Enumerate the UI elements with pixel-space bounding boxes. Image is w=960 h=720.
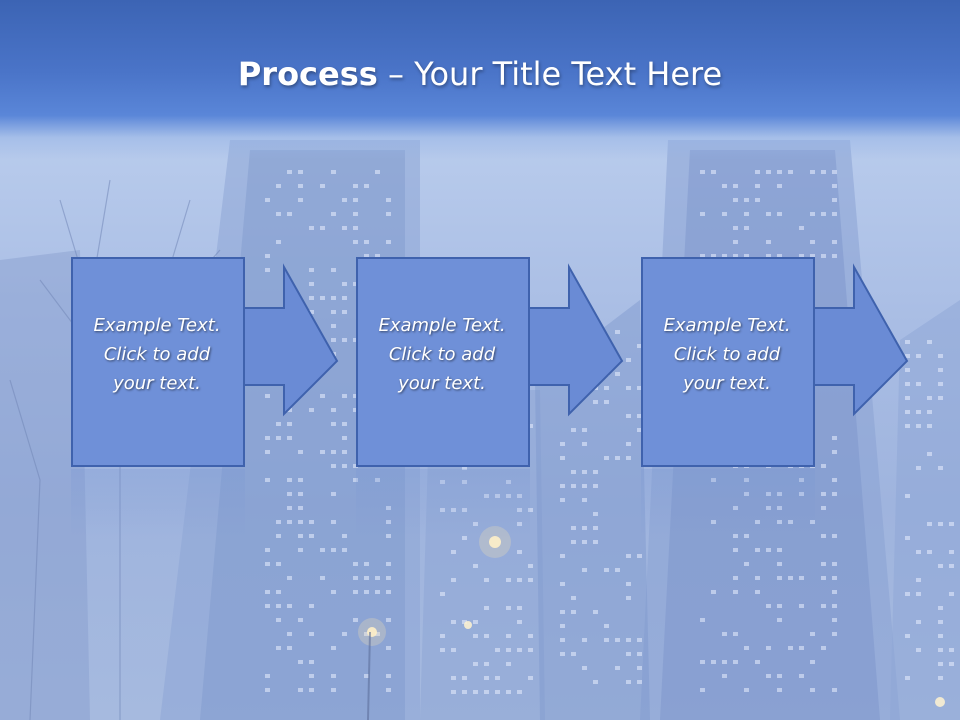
title-bar [0,0,960,160]
slide-title[interactable]: Process – Your Title Text Here [0,52,960,96]
step-3-shape [641,257,909,467]
step-2-box [356,257,530,467]
process-step-1[interactable]: Example Text. Click to add your text. [71,257,411,467]
step-3-box [641,257,815,467]
process-step-3[interactable]: Example Text. Click to add your text. [641,257,960,467]
step-3-arrow [812,263,909,417]
slide-title-rest: – Your Title Text Here [377,55,723,93]
step-2-reflection [356,469,530,539]
step-3-text[interactable]: Example Text. Click to add your text. [663,315,791,394]
process-step-2[interactable]: Example Text. Click to add your text. [356,257,696,467]
step-3-reflection [641,469,815,539]
step-2-text[interactable]: Example Text. Click to add your text. [378,315,506,394]
step-1-shape [71,257,339,467]
step-1-arrow [242,263,339,417]
slide-title-bold: Process [237,55,378,93]
step-2-shape [356,257,624,467]
step-1-text[interactable]: Example Text. Click to add your text. [93,315,221,394]
step-1-reflection [71,469,245,539]
step-1-box [71,257,245,467]
step-2-arrow [527,263,624,417]
